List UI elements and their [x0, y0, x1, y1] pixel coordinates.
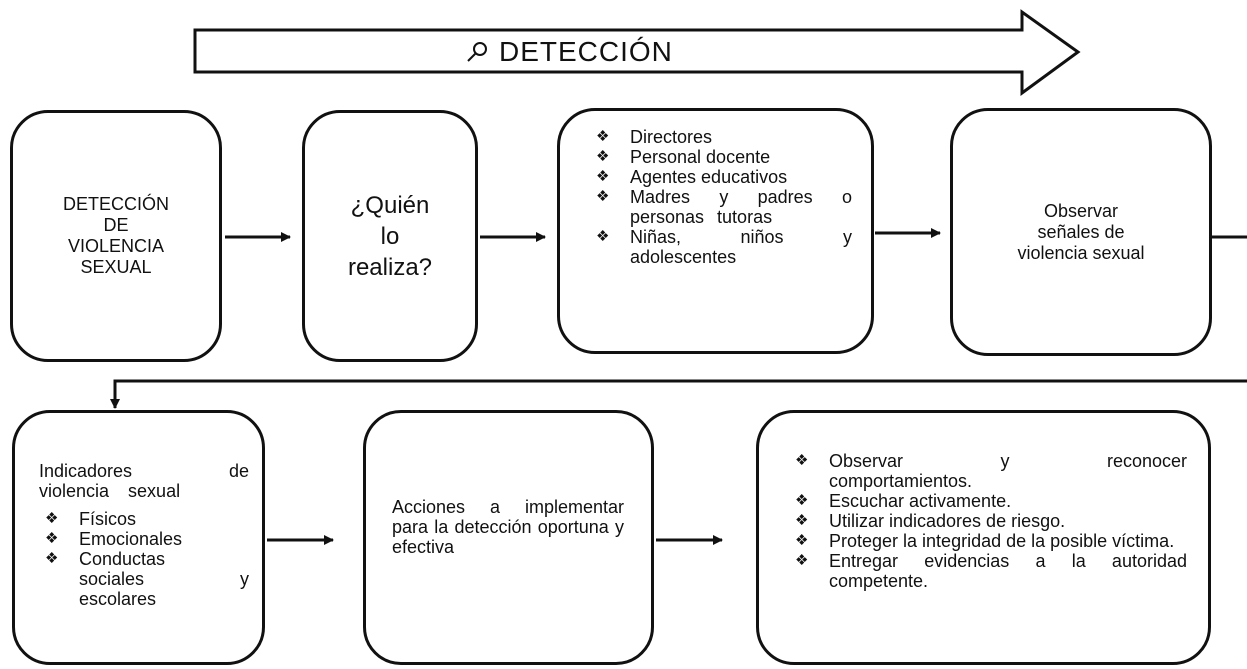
participantes-item: Directores [596, 127, 852, 147]
participantes-item: Agentes educativos [596, 167, 852, 187]
box-medidas: Observar y reconocer comportamientos. Es… [756, 410, 1211, 665]
box-observar-line: violencia sexual [1017, 242, 1145, 263]
participantes-item: Niñas, niños y adolescentes [596, 227, 852, 267]
banner-title: DETECCIÓN [465, 32, 673, 72]
connector-return [110, 379, 1247, 409]
box-deteccion-line: DETECCIÓN [62, 194, 169, 214]
box-quien: ¿Quién lo realiza? [302, 110, 478, 362]
box-deteccion-line: SEXUAL [80, 257, 152, 277]
box-indicadores: Indicadores de violencia sexual Físicos … [12, 410, 265, 665]
medidas-item: Escuchar activamente. [795, 491, 1187, 511]
indicadores-list: Físicos Emocionales Conductas sociales y… [45, 509, 249, 609]
participantes-item: Personal docente [596, 147, 852, 167]
box-quien-line: lo [380, 222, 400, 250]
medidas-item: Utilizar indicadores de riesgo. [795, 511, 1187, 531]
acciones-text: Acciones a implementar para la detección… [392, 497, 624, 557]
box-observar-line: señales de [1037, 221, 1125, 242]
banner-arrow [193, 9, 1081, 96]
box-acciones: Acciones a implementar para la detección… [363, 410, 654, 665]
box-quien-line: realiza? [347, 253, 433, 281]
indicadores-item: Emocionales [45, 529, 249, 549]
indicadores-item: Físicos [45, 509, 249, 529]
box-observar-line: Observar [1043, 200, 1118, 221]
medidas-item: Proteger la integridad de la posible víc… [795, 531, 1187, 551]
indicadores-heading: Indicadores de violencia sexual [39, 461, 249, 501]
medidas-item: Entregar evidencias a la autoridad compe… [795, 551, 1187, 591]
box-deteccion: DETECCIÓN DE VIOLENCIA SEXUAL [10, 110, 222, 362]
medidas-item: Observar y reconocer comportamientos. [795, 451, 1187, 491]
banner-label: DETECCIÓN [499, 36, 673, 67]
box-deteccion-line: VIOLENCIA [67, 236, 164, 256]
box-observar-senales: Observar señales de violencia sexual [950, 108, 1212, 356]
box-deteccion-line: DE [103, 215, 129, 235]
participantes-list: Directores Personal docente Agentes educ… [596, 127, 852, 267]
medidas-list: Observar y reconocer comportamientos. Es… [795, 451, 1187, 591]
box-participantes: Directores Personal docente Agentes educ… [557, 108, 874, 354]
box-quien-line: ¿Quién [350, 191, 430, 219]
participantes-item: Madres y padres o personas tutoras [596, 187, 852, 227]
search-icon [467, 42, 487, 62]
indicadores-item: Conductas sociales y escolares [45, 549, 249, 609]
